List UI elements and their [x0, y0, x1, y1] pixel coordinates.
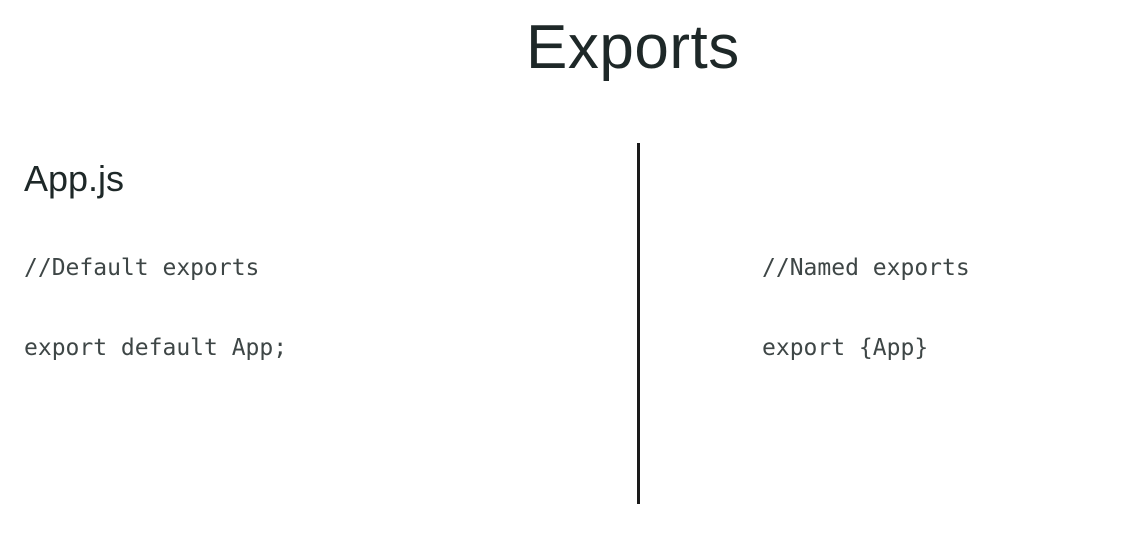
default-export-code: export default App;	[24, 335, 288, 361]
default-exports-comment: //Default exports	[24, 255, 260, 281]
slide-title: Exports	[526, 13, 740, 82]
column-divider	[637, 143, 640, 504]
named-exports-comment: //Named exports	[762, 255, 970, 281]
file-name-label: App.js	[24, 158, 125, 199]
named-export-code: export {App}	[762, 335, 929, 361]
